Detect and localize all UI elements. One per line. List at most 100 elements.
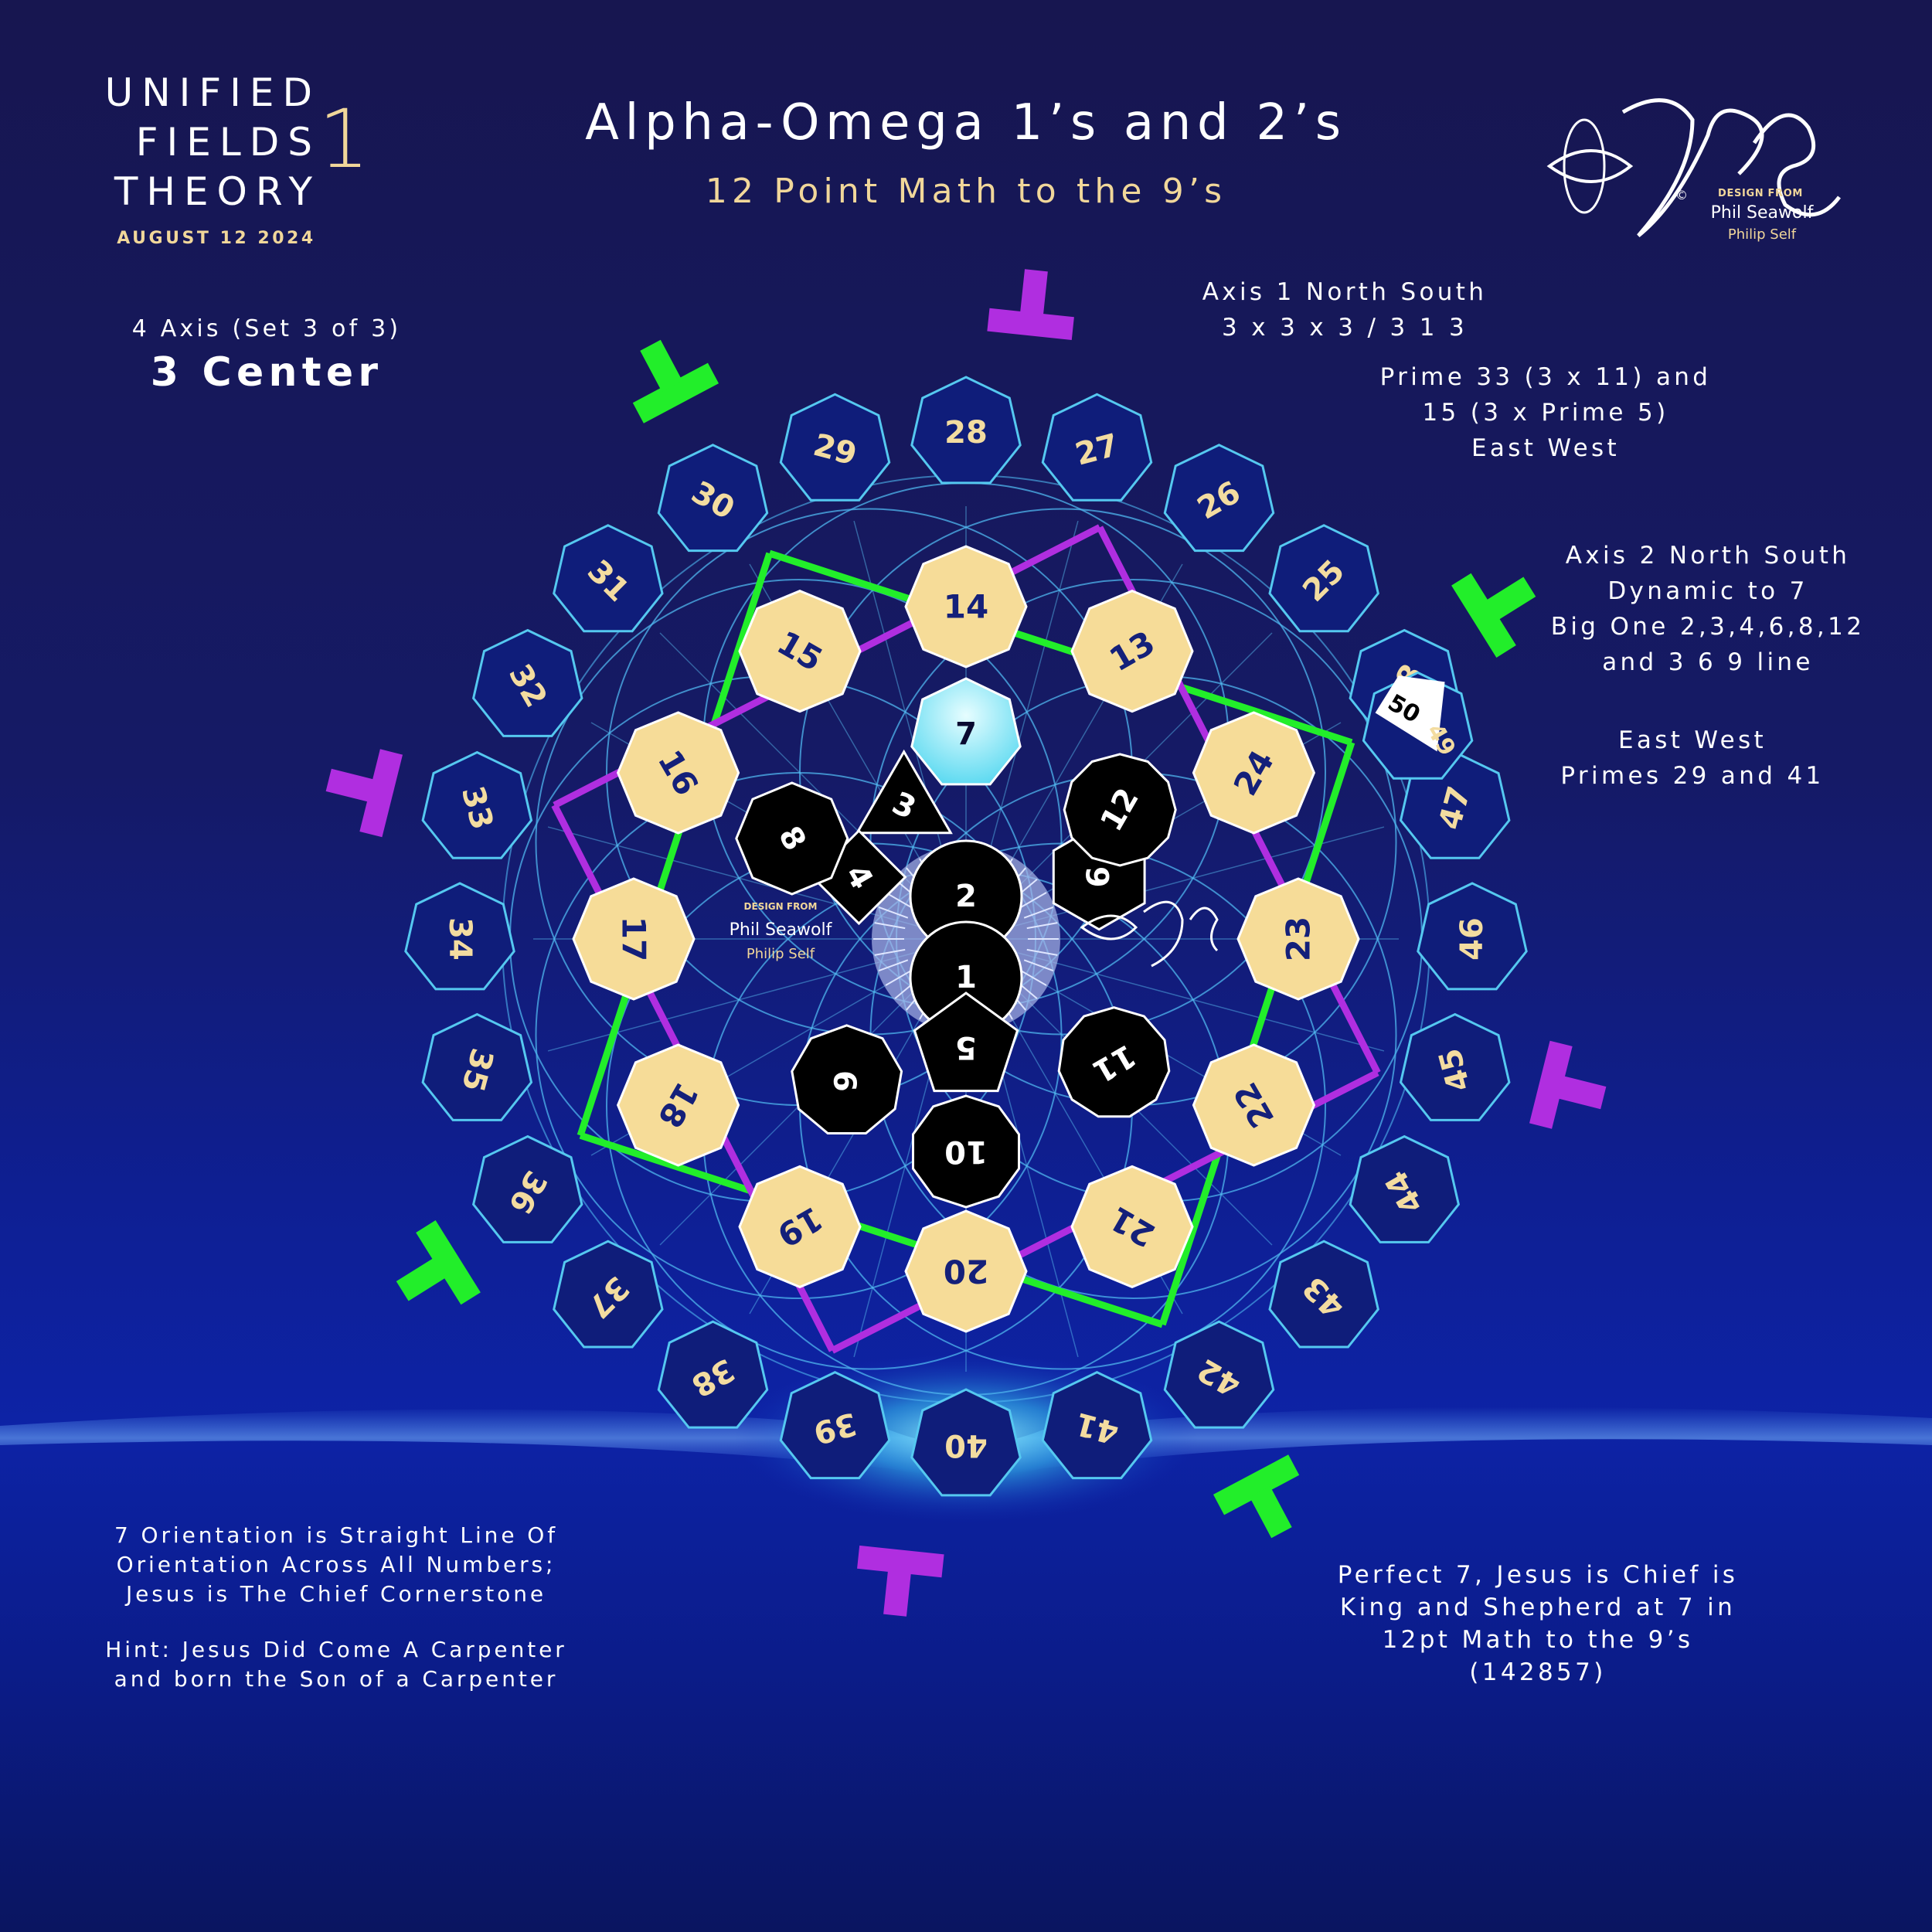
hub-tick <box>874 948 906 956</box>
hub-tick <box>1023 959 1054 971</box>
outer-cell: 44 <box>1349 1134 1461 1243</box>
middle-cell-shape <box>904 545 1028 668</box>
core-hendecagon-shape <box>1057 1006 1171 1118</box>
axis-marker-bar <box>359 749 403 838</box>
logo-copyright: © <box>1675 188 1688 202</box>
outer-cell-label: 28 <box>944 415 988 451</box>
middle-cell: 17 <box>572 877 696 1001</box>
outer-cell-shape <box>471 1134 583 1243</box>
outer-cell: 36 <box>471 1134 583 1243</box>
inner-credit-alt: Philip Self <box>747 946 815 962</box>
core-hendecagon: 11 <box>1057 1006 1171 1118</box>
middle-cell-label: 20 <box>944 1253 988 1291</box>
logo-design-from: DESIGN FROM <box>1718 188 1803 199</box>
outer-cell: 41 <box>1041 1371 1153 1480</box>
middle-cell: 19 <box>738 1165 862 1289</box>
axis-marker-bar <box>632 362 719 423</box>
hub-tick <box>878 959 909 971</box>
outer-cell-shape <box>1268 1240 1379 1349</box>
hub-tick <box>1019 969 1047 986</box>
middle-cell: 18 <box>616 1043 740 1167</box>
outer-cell-shape <box>1163 444 1275 553</box>
core-octagon: 8 <box>735 781 849 896</box>
brand-number: 1 <box>318 92 370 186</box>
middle-cell-shape <box>738 589 862 713</box>
axis-marker-stem <box>883 1567 912 1617</box>
axis-marker <box>396 1220 481 1305</box>
note-perfect-seven: Perfect 7, Jesus is Chief is King and Sh… <box>1337 1561 1739 1686</box>
middle-cell: 14 <box>904 545 1028 668</box>
middle-cell-shape <box>738 1165 862 1289</box>
core-pentagon-label: 5 <box>955 1029 977 1065</box>
middle-cell-shape <box>1236 877 1360 1001</box>
hub-tick <box>885 969 913 986</box>
axis-marker-stem <box>1019 269 1048 318</box>
core-octagon-shape <box>735 781 849 896</box>
axis-marker <box>325 749 403 838</box>
green-axis-line <box>579 1131 1164 1328</box>
core-dodecagon-shape <box>1063 753 1177 867</box>
middle-cell-shape <box>1070 589 1194 713</box>
outer-cell: 39 <box>779 1371 891 1480</box>
outer-cell: 25 <box>1268 524 1379 633</box>
logo-name: Phil Seawolf <box>1710 203 1814 223</box>
logo-ellipse <box>1563 118 1606 214</box>
outer-cell: 32 <box>471 628 583 737</box>
outer-cell: 29 <box>779 393 891 502</box>
logo-alt-name: Philip Self <box>1727 226 1797 243</box>
core-circle: 2 <box>909 839 1023 954</box>
note-axis-1: Axis 1 North South 3 x 3 x 3 / 3 1 3 <box>1202 278 1488 342</box>
axis-marker-bar <box>857 1545 944 1578</box>
outer-cell-shape <box>1268 524 1379 633</box>
axis-marker-stem <box>1250 1486 1292 1539</box>
inner-credit-design: DESIGN FROM <box>744 901 818 912</box>
outer-cell-shape <box>779 1371 891 1480</box>
core-nonagon: 9 <box>791 1024 903 1134</box>
outer-cell-label: 46 <box>1454 917 1490 961</box>
outer-cell-shape <box>553 1240 664 1349</box>
outer-cell-shape <box>1041 1371 1153 1480</box>
core-nonagon-shape <box>791 1024 903 1134</box>
middle-cell: 20 <box>904 1209 1028 1333</box>
outer-cell-shape <box>1399 1012 1511 1121</box>
core-triangle-shape <box>855 749 953 835</box>
middle-cell-shape <box>1192 1043 1316 1167</box>
middle-cell-shape <box>616 711 740 835</box>
core-nonagon-label: 9 <box>829 1070 865 1092</box>
axis-marker <box>632 339 719 423</box>
page-subtitle: 12 Point Math to the 9’s <box>705 172 1227 211</box>
core-heptagon-label: 7 <box>955 716 977 752</box>
horizon-band <box>0 1406 1932 1476</box>
middle-cell: 21 <box>1070 1165 1194 1289</box>
outer-cell-shape <box>910 1388 1022 1497</box>
axis-marker <box>987 269 1074 341</box>
outer-cell-shape <box>1041 393 1153 502</box>
core-circle-label: 2 <box>955 879 977 914</box>
axis-marker-stem <box>1484 577 1536 621</box>
hub-tick <box>874 922 906 930</box>
outer-cell: 38 <box>657 1320 769 1429</box>
axis-marker <box>1529 1040 1607 1129</box>
outer-cell-shape <box>1163 1320 1275 1429</box>
core-pentagon-shape <box>913 992 1019 1093</box>
brand-line-3: THEORY <box>114 169 321 214</box>
outer-cell: 42 <box>1163 1320 1275 1429</box>
axis-marker-bar <box>1451 573 1516 658</box>
outer-cell: 35 <box>421 1012 533 1121</box>
middle-cell-shape <box>904 1209 1028 1333</box>
outer-cell: 28 <box>910 376 1022 485</box>
green-axis-line <box>577 552 774 1137</box>
middle-cell: 23 <box>1236 877 1360 1001</box>
core-decagon-shape <box>912 1094 1020 1209</box>
outer-cell-shape <box>421 750 533 859</box>
middle-cell-label: 23 <box>1280 917 1318 961</box>
outer-cell-shape <box>779 393 891 502</box>
axis-marker-bar <box>416 1220 481 1305</box>
note-center: 3 Center <box>150 349 383 396</box>
brand-line-2: FIELDS <box>135 120 321 165</box>
core-hexagon-label: 6 <box>1081 866 1117 888</box>
core-dodecagon: 12 <box>1063 753 1177 867</box>
